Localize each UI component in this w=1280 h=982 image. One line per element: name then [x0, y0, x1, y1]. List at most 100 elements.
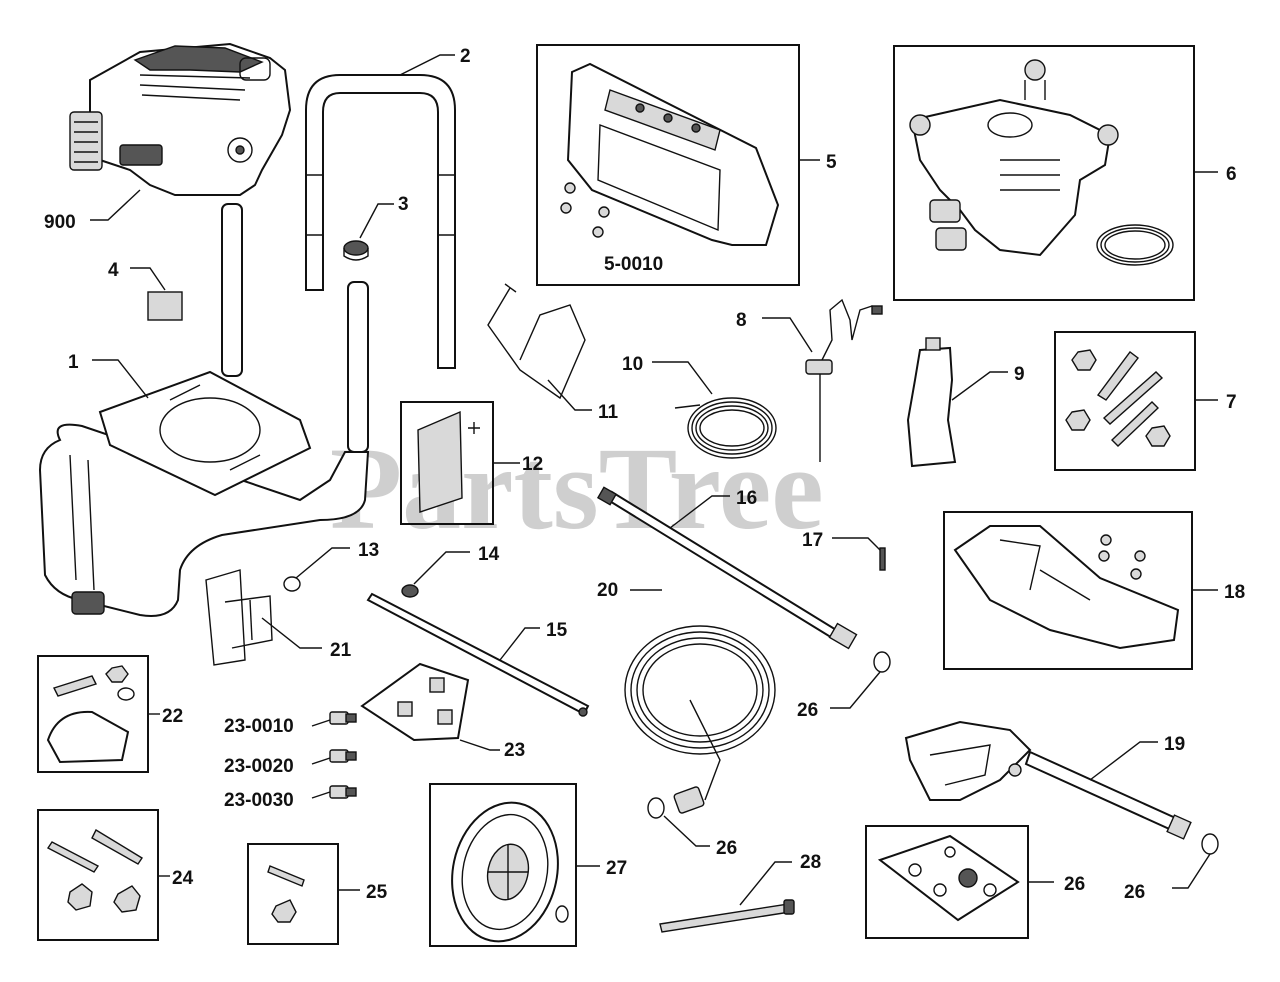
leader-900 — [90, 189, 141, 221]
nozzle-23-0010-part[interactable] — [329, 711, 357, 725]
lance-part[interactable] — [596, 486, 858, 650]
label-5: 5 — [826, 152, 837, 173]
leader-26c — [1172, 853, 1211, 889]
bolt-knob-25-part[interactable] — [267, 865, 305, 923]
label-26c: 26 — [1124, 882, 1145, 903]
label-15: 15 — [546, 620, 568, 641]
label-1: 1 — [68, 352, 79, 373]
handle-bolts-knobs-part[interactable] — [46, 829, 143, 913]
leader-16 — [669, 495, 730, 529]
o-ring-kit-part[interactable] — [877, 834, 1020, 922]
wire-holder-part[interactable] — [487, 283, 586, 400]
hose-reel-cover-part[interactable] — [953, 525, 1180, 650]
tube-coil-part[interactable] — [674, 397, 777, 459]
control-panel-part[interactable] — [566, 62, 780, 246]
o-ring-26b-part[interactable] — [647, 797, 665, 819]
leader-9 — [951, 371, 1008, 401]
label-12: 12 — [522, 454, 543, 475]
plug-part[interactable] — [343, 240, 369, 261]
leader-10 — [652, 361, 713, 395]
leader-11 — [547, 379, 592, 411]
leader-14 — [413, 551, 470, 585]
part-27-box — [429, 783, 577, 947]
wheel-part[interactable] — [440, 793, 571, 952]
hose-coil-part-6[interactable] — [1096, 224, 1174, 266]
nozzle-kit-part[interactable] — [360, 662, 470, 742]
siphon-tube-part[interactable] — [366, 592, 590, 717]
cable-part[interactable] — [805, 298, 883, 462]
label-11: 11 — [598, 402, 619, 423]
part-6-box — [893, 45, 1195, 301]
label-2: 2 — [460, 46, 471, 67]
label-23-0030: 23-0030 — [224, 790, 294, 811]
part-7-box — [1054, 331, 1196, 471]
panel-plate-part[interactable] — [417, 410, 480, 513]
tie-strap-part[interactable] — [659, 899, 795, 933]
label-26b: 26 — [716, 838, 737, 859]
o-ring-26a-part[interactable] — [873, 651, 891, 673]
pump-part[interactable] — [909, 59, 1119, 257]
o-ring-26c-part[interactable] — [1201, 833, 1219, 855]
part-5-box — [536, 44, 800, 286]
leader-13 — [295, 547, 350, 579]
washer-14-part[interactable] — [401, 584, 419, 598]
label-16: 16 — [736, 488, 757, 509]
detergent-bottle-part[interactable] — [906, 337, 957, 468]
bolts-nuts-part[interactable] — [1065, 349, 1171, 447]
leader-2 — [399, 54, 455, 76]
nozzle-23-0030-part[interactable] — [329, 785, 357, 799]
spray-gun-part[interactable] — [904, 720, 1192, 840]
label-900: 900 — [44, 212, 76, 233]
label-20: 20 — [597, 580, 618, 601]
label-5-0010: 5-0010 — [604, 254, 663, 275]
label-23-0020: 23-0020 — [224, 756, 294, 777]
leader-28 — [739, 861, 792, 906]
leader-15 — [499, 627, 540, 661]
label-25: 25 — [366, 882, 388, 903]
leader-21 — [261, 617, 322, 649]
washer-13-part[interactable] — [283, 576, 301, 592]
label-4: 4 — [108, 260, 119, 281]
label-14: 14 — [478, 544, 500, 565]
leader-8 — [762, 317, 813, 353]
label-23-0010: 23-0010 — [224, 716, 294, 737]
label-21: 21 — [330, 640, 352, 661]
pin-part[interactable] — [879, 547, 886, 571]
foot-kit-part[interactable] — [46, 665, 135, 764]
handle-part[interactable] — [305, 74, 456, 369]
leader-4 — [130, 267, 166, 291]
label-19: 19 — [1164, 734, 1185, 755]
label-6: 6 — [1226, 164, 1237, 185]
label-26a: 26 — [797, 700, 818, 721]
leader-26b — [663, 815, 710, 847]
leader-3 — [359, 203, 394, 239]
leader-23-0030 — [311, 791, 331, 799]
engine-part[interactable] — [69, 42, 292, 196]
label-17: 17 — [802, 530, 823, 551]
leader-17 — [832, 537, 881, 551]
leader-23-0020 — [311, 757, 331, 765]
label-26d: 26 — [1064, 874, 1085, 895]
hose-holder-part[interactable] — [205, 569, 273, 666]
label-plate-part[interactable] — [147, 291, 183, 321]
leader-23-0010 — [311, 719, 331, 727]
high-pressure-hose-part[interactable] — [624, 625, 776, 814]
label-8: 8 — [736, 310, 747, 331]
leader-1 — [92, 359, 149, 399]
label-10: 10 — [622, 354, 643, 375]
label-23: 23 — [504, 740, 525, 761]
label-22: 22 — [162, 706, 183, 727]
frame-part[interactable] — [38, 203, 370, 617]
leader-19 — [1089, 741, 1158, 781]
nozzle-23-0020-part[interactable] — [329, 749, 357, 763]
label-24: 24 — [172, 868, 194, 889]
leader-23 — [459, 739, 500, 751]
label-18: 18 — [1224, 582, 1245, 603]
label-28: 28 — [800, 852, 821, 873]
leader-26a — [830, 671, 881, 709]
label-7: 7 — [1226, 392, 1237, 413]
screws-5-0010[interactable] — [560, 182, 610, 238]
label-3: 3 — [398, 194, 409, 215]
